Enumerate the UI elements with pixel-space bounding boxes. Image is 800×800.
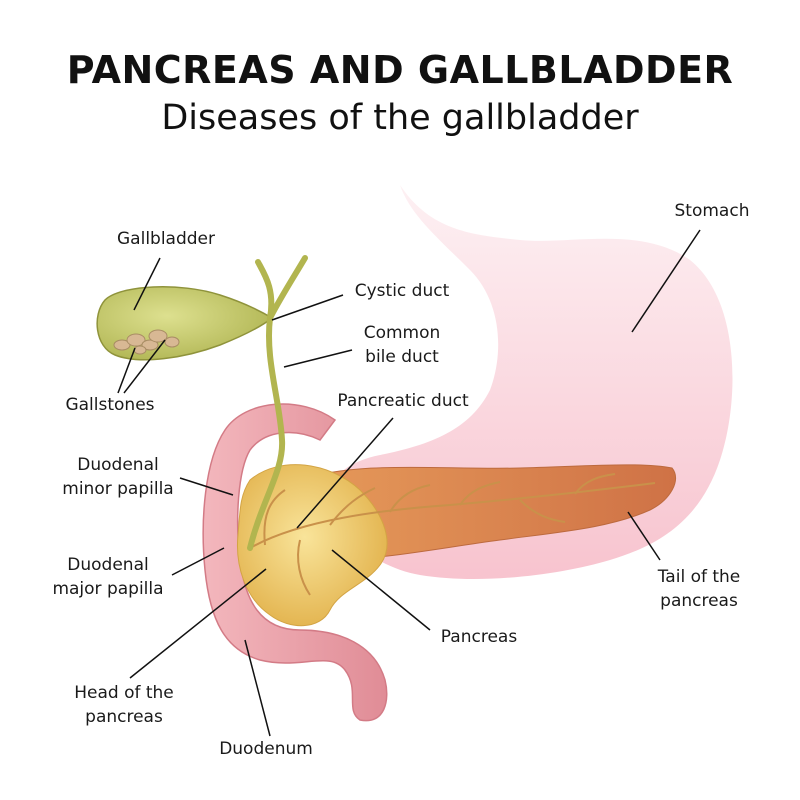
diagram-subtitle: Diseases of the gallbladder <box>161 98 639 138</box>
label-pancreas: Pancreas <box>441 627 518 647</box>
label-head-line2: pancreas <box>85 707 163 727</box>
label-common-bile-duct-line2: bile duct <box>365 347 439 367</box>
label-tail-line1: Tail of the <box>657 567 741 587</box>
label-cystic-duct: Cystic duct <box>355 281 450 301</box>
label-head-line1: Head of the <box>74 683 174 703</box>
leader-lines <box>117 229 701 737</box>
label-major-papilla-line1: Duodenal <box>67 555 148 575</box>
diagram-title: PANCREAS AND GALLBLADDER <box>66 48 734 92</box>
label-common-bile-duct-line1: Common <box>364 323 441 343</box>
label-tail-line2: pancreas <box>660 591 738 611</box>
label-gallstones: Gallstones <box>65 395 154 415</box>
label-gallbladder: Gallbladder <box>117 229 215 249</box>
label-stomach: Stomach <box>675 201 750 221</box>
label-major-papilla-line2: major papilla <box>52 579 163 599</box>
bile-ducts <box>247 255 308 551</box>
pancreatic-duct <box>249 473 656 596</box>
label-minor-papilla-line1: Duodenal <box>77 455 158 475</box>
label-minor-papilla-line2: minor papilla <box>62 479 173 499</box>
labels: Stomach Gallbladder Cystic duct Common b… <box>52 201 749 759</box>
duodenum-shape <box>202 403 388 722</box>
pancreas-tail-shape <box>299 464 677 561</box>
label-duodenum: Duodenum <box>219 739 313 759</box>
label-pancreatic-duct: Pancreatic duct <box>337 391 469 411</box>
gallstones <box>113 329 180 355</box>
